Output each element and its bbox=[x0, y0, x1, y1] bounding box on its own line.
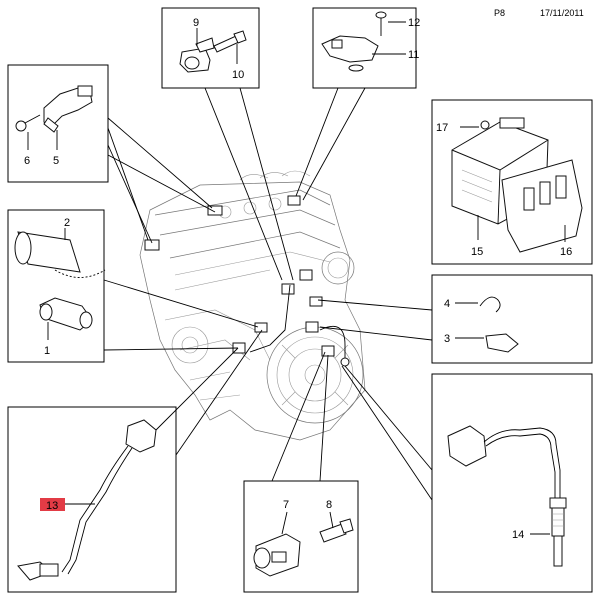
sensor-11 bbox=[321, 35, 379, 72]
callout-4: 4 bbox=[444, 298, 450, 310]
bolt-6 bbox=[15, 114, 41, 132]
callout-5: 5 bbox=[53, 155, 59, 167]
knock-sensor-9 bbox=[179, 37, 215, 73]
box-part-3-4 bbox=[431, 274, 593, 364]
callout-14: 14 bbox=[512, 529, 524, 541]
page-number: P8 bbox=[494, 8, 505, 18]
callout-11: 11 bbox=[408, 49, 419, 61]
callout-12: 12 bbox=[408, 17, 420, 29]
callout-1: 1 bbox=[44, 345, 50, 357]
sleeve-2 bbox=[14, 231, 81, 273]
page-date: 17/11/2011 bbox=[540, 8, 584, 18]
engine-illustration bbox=[139, 170, 366, 441]
bracket-16 bbox=[501, 159, 583, 253]
callout-13: 13 bbox=[46, 500, 58, 512]
sensor-5 bbox=[43, 85, 93, 133]
callout-2: 2 bbox=[64, 217, 70, 229]
sensor-7 bbox=[253, 533, 301, 577]
callout-8: 8 bbox=[326, 499, 332, 511]
screw-17 bbox=[480, 120, 490, 130]
callout-6: 6 bbox=[24, 155, 30, 167]
oxygen-sensor-13 bbox=[17, 419, 157, 581]
leader-lines bbox=[103, 87, 433, 501]
sensor-1 bbox=[39, 297, 93, 331]
callout-10: 10 bbox=[232, 69, 244, 81]
callout-13-highlight bbox=[40, 498, 65, 511]
callout-15: 15 bbox=[471, 246, 483, 258]
callout-16: 16 bbox=[560, 246, 572, 258]
bolt-8 bbox=[319, 518, 354, 543]
box-part-7-8 bbox=[243, 480, 359, 593]
bolt-10 bbox=[213, 30, 247, 53]
connector-3 bbox=[485, 333, 519, 353]
callout-9: 9 bbox=[193, 17, 199, 29]
clip-4 bbox=[479, 296, 501, 313]
box-part-14 bbox=[431, 373, 593, 593]
oxygen-sensor-14 bbox=[447, 425, 567, 567]
callout-17: 17 bbox=[436, 122, 448, 134]
callout-7: 7 bbox=[283, 499, 289, 511]
callout-3: 3 bbox=[444, 333, 450, 345]
screw-12 bbox=[375, 11, 387, 36]
